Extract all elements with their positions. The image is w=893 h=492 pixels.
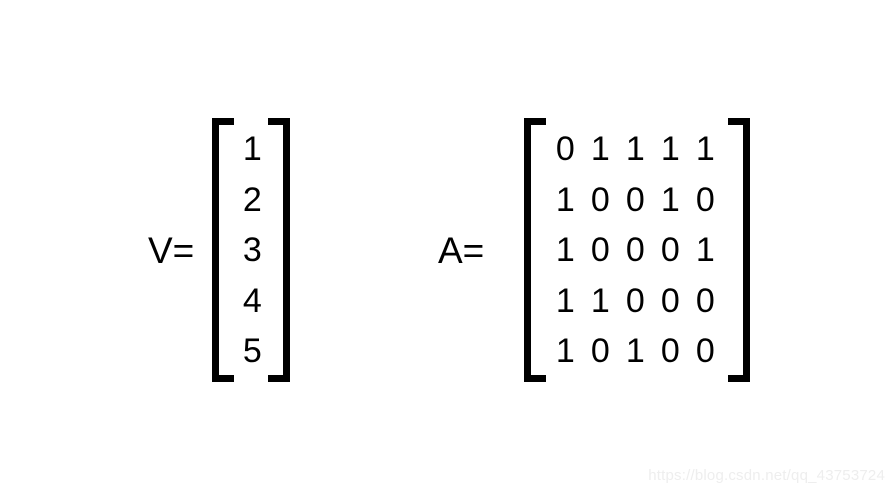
matrix-cell: 1 — [555, 281, 575, 320]
matrix-cell: 1 — [555, 332, 575, 370]
adjacency-matrix: 0 1 1 1 1 1 0 0 1 0 1 0 0 0 — [524, 118, 751, 382]
equation-vertex-vector: V= 1 2 3 4 5 — [148, 118, 291, 382]
right-square-bracket-icon — [728, 118, 751, 382]
equation-adjacency-matrix: A= 0 1 1 1 1 1 0 0 1 0 — [438, 118, 751, 382]
matrix-cell: 1 — [660, 180, 680, 219]
matrix-row: 1 0 1 0 0 — [550, 334, 720, 368]
matrix-cell: 1 — [625, 332, 645, 370]
vertex-vector-matrix: 1 2 3 4 5 — [212, 118, 291, 382]
matrix-cell: 1 — [625, 130, 645, 168]
matrix-row: 1 0 0 1 0 — [550, 183, 720, 217]
matrix-cell: 0 — [695, 332, 715, 370]
matrix-cell: 0 — [660, 332, 680, 370]
vertex-vector-body: 1 2 3 4 5 — [212, 118, 290, 382]
matrix-cell: 3 — [242, 231, 262, 269]
matrix-cell: 1 — [695, 130, 715, 168]
matrix-cell: 4 — [242, 281, 262, 320]
matrix-cell: 1 — [590, 130, 610, 168]
matrix-cell: 0 — [625, 180, 645, 219]
vertex-vector-label: V= — [148, 229, 195, 271]
matrix-row: 1 — [240, 132, 264, 166]
matrix-cell: 1 — [242, 130, 262, 168]
matrix-row: 3 — [240, 233, 264, 267]
matrix-cell: 0 — [625, 231, 645, 269]
matrix-row: 2 — [240, 183, 264, 217]
adjacency-matrix-label: A= — [438, 229, 485, 271]
matrix-row: 5 — [240, 334, 264, 368]
matrix-cell: 0 — [695, 180, 715, 219]
matrix-cell: 0 — [590, 180, 610, 219]
matrix-cell: 1 — [695, 231, 715, 269]
matrix-cell: 0 — [695, 281, 715, 320]
matrix-cell: 1 — [660, 130, 680, 168]
matrix-cell: 0 — [590, 231, 610, 269]
left-square-bracket-icon — [212, 118, 235, 382]
adjacency-matrix-body: 0 1 1 1 1 1 0 0 1 0 1 0 0 0 — [524, 118, 750, 382]
matrix-cell: 0 — [660, 281, 680, 320]
matrix-cell: 1 — [555, 231, 575, 269]
matrix-cell: 0 — [625, 281, 645, 320]
matrix-row: 0 1 1 1 1 — [550, 132, 720, 166]
matrix-row: 1 0 0 0 1 — [550, 233, 720, 267]
matrix-cell: 1 — [555, 180, 575, 219]
right-square-bracket-icon — [268, 118, 291, 382]
matrix-cell: 1 — [590, 281, 610, 320]
matrix-cell: 0 — [660, 231, 680, 269]
matrix-cell: 2 — [242, 180, 262, 219]
left-square-bracket-icon — [524, 118, 547, 382]
matrix-cell: 5 — [242, 332, 262, 370]
matrix-row: 4 — [240, 284, 264, 318]
matrix-row: 1 1 0 0 0 — [550, 284, 720, 318]
matrix-cell: 0 — [590, 332, 610, 370]
matrix-cell: 0 — [555, 130, 575, 168]
watermark-text: https://blog.csdn.net/qq_43753724 — [648, 467, 885, 484]
